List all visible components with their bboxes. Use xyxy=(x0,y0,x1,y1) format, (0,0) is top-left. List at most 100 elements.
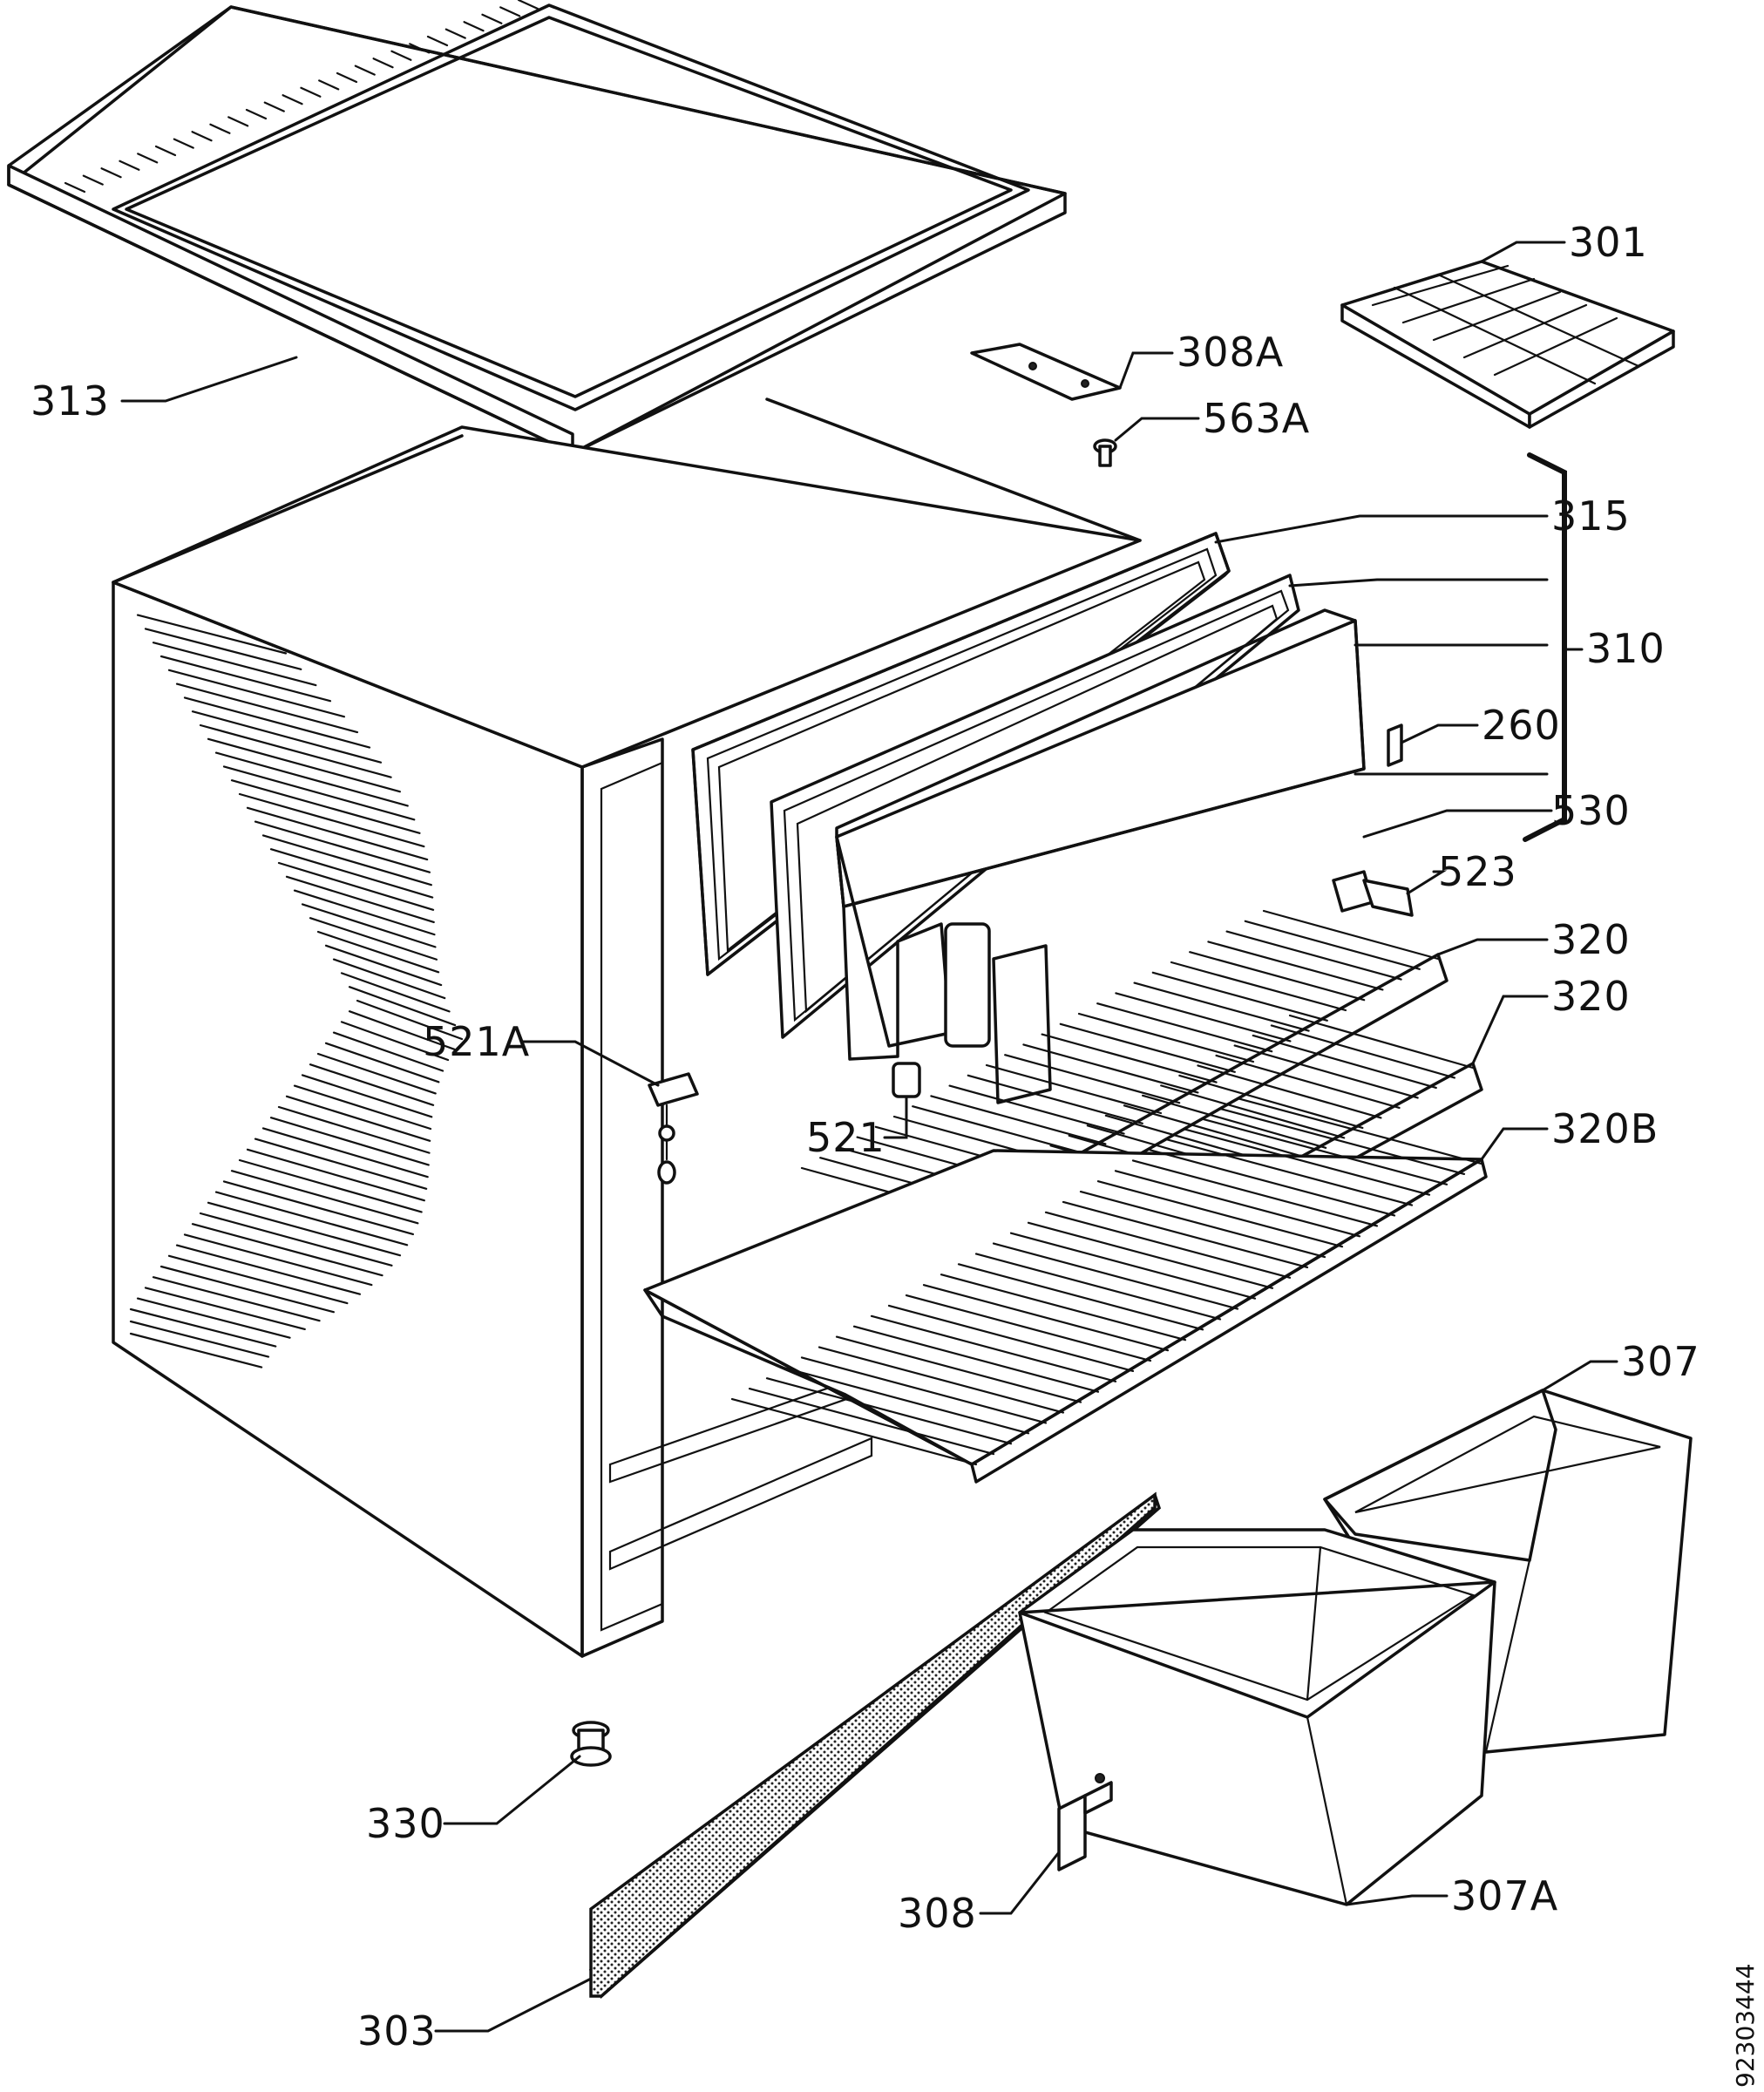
door-panel-530 xyxy=(835,608,1366,1104)
side-hatch-line xyxy=(332,958,446,1000)
worktop-vent-slots xyxy=(64,0,539,194)
side-hatch-line xyxy=(285,875,435,924)
label-320-middle: 320 xyxy=(1551,973,1631,1020)
shelf-wire xyxy=(1004,1054,1181,1104)
leader-lines xyxy=(120,241,1618,2033)
shelf-wire xyxy=(748,1388,995,1456)
bracket-308A xyxy=(970,343,1122,401)
shelf-wire xyxy=(1170,961,1347,1012)
shelf-wire xyxy=(765,1377,1013,1445)
side-hatch-line xyxy=(277,1105,431,1154)
side-hatch-line xyxy=(293,1084,432,1131)
shelf-wire xyxy=(1262,909,1440,961)
vent-slot xyxy=(300,86,322,98)
cabinet-body xyxy=(112,425,1142,1658)
vent-slot xyxy=(481,13,503,24)
label-260: 260 xyxy=(1482,702,1561,749)
side-hatch-line xyxy=(293,889,436,936)
shelf-wire xyxy=(1142,1094,1327,1149)
side-hatch-line xyxy=(348,1010,456,1050)
shelf-wire xyxy=(905,1294,1152,1362)
side-hatch-line xyxy=(129,1320,270,1358)
side-hatch-line xyxy=(191,710,383,764)
shelf-wire xyxy=(1207,941,1384,991)
shelf-wire xyxy=(1244,920,1421,970)
shelf-wire xyxy=(957,1263,1204,1331)
side-hatch-line xyxy=(309,917,438,961)
label-320B: 320B xyxy=(1551,1105,1659,1152)
side-hatch-line xyxy=(183,1233,373,1287)
part-523 xyxy=(1332,870,1414,917)
side-hatch-line xyxy=(332,1031,444,1072)
shelf-wire xyxy=(1114,1170,1361,1238)
part-labels: 301 308A 563A 313 315 310 260 530 523 32… xyxy=(31,219,1700,2055)
shelf-wire xyxy=(1184,1128,1431,1196)
shelf-wire xyxy=(1252,1034,1437,1090)
side-hatch-line xyxy=(207,1201,402,1257)
shelf-wire xyxy=(1115,992,1292,1043)
shelf-wire xyxy=(948,1084,1125,1135)
side-hatch-line xyxy=(214,1191,409,1246)
side-hatch-line xyxy=(144,628,302,670)
shelf-wire xyxy=(1096,1002,1273,1053)
vent-slot xyxy=(263,101,285,112)
shelf-wire xyxy=(992,1242,1239,1310)
label-521A: 521A xyxy=(423,1018,530,1065)
side-hatch-line xyxy=(230,1170,419,1225)
label-530: 530 xyxy=(1551,787,1631,834)
side-hatch-line xyxy=(261,834,432,886)
shelf-wire xyxy=(1288,1014,1475,1070)
side-hatch-line xyxy=(214,751,409,807)
side-hatch-line xyxy=(246,1148,425,1202)
shelf-wire xyxy=(1044,1211,1292,1279)
side-hatch-line xyxy=(222,765,416,821)
screw-563A xyxy=(1093,438,1117,467)
shelf-wire xyxy=(818,1346,1065,1414)
side-hatch-line xyxy=(191,1223,383,1277)
side-hatch-line xyxy=(144,1287,306,1331)
shelf-wire xyxy=(1027,1221,1274,1289)
shelf-wire xyxy=(1062,1200,1309,1269)
side-hatch-line xyxy=(175,1244,362,1295)
shelf-wire xyxy=(1131,1159,1379,1227)
vent-slot xyxy=(64,181,86,194)
shelf-wire xyxy=(1149,1149,1396,1217)
shelf-wire xyxy=(852,1325,1100,1393)
cabinet-left-top-edge xyxy=(112,434,464,584)
label-307: 307 xyxy=(1621,1338,1700,1385)
vent-slot xyxy=(245,108,268,120)
side-hatch-line xyxy=(277,861,435,911)
side-hatch-line xyxy=(301,903,437,948)
side-hatch-line xyxy=(309,1063,435,1106)
vent-slot xyxy=(173,138,194,149)
shelf-wire xyxy=(1236,1097,1483,1165)
side-hatch-line xyxy=(159,655,332,703)
shelf-wire xyxy=(922,1284,1170,1352)
shelf-wire xyxy=(940,1274,1187,1341)
vent-slot xyxy=(318,79,340,91)
vent-slot xyxy=(463,21,485,32)
shelf-wire xyxy=(1178,1074,1364,1129)
label-313: 313 xyxy=(31,377,110,425)
side-hatch-line xyxy=(340,972,451,1013)
side-hatch-line xyxy=(183,696,371,749)
shelf-wire xyxy=(1009,1232,1257,1300)
hinge-521A xyxy=(648,1072,699,1185)
crisper-307A xyxy=(1018,1528,1496,1906)
side-hatch-line xyxy=(254,820,431,873)
vent-slot xyxy=(499,6,521,17)
shelf-wire xyxy=(985,1063,1163,1115)
side-hatch-line xyxy=(254,1138,428,1190)
label-563A: 563A xyxy=(1203,395,1310,442)
side-hatch-line xyxy=(356,999,464,1041)
vent-slot xyxy=(100,167,122,179)
shelf-wire xyxy=(1197,1064,1382,1119)
shelf-wire xyxy=(1077,1012,1255,1063)
vent-slot xyxy=(354,65,376,76)
vent-slot xyxy=(82,174,104,186)
side-hatch-line xyxy=(261,1127,429,1178)
label-320-upper: 320 xyxy=(1551,916,1631,963)
worktop-313 xyxy=(7,0,1067,455)
